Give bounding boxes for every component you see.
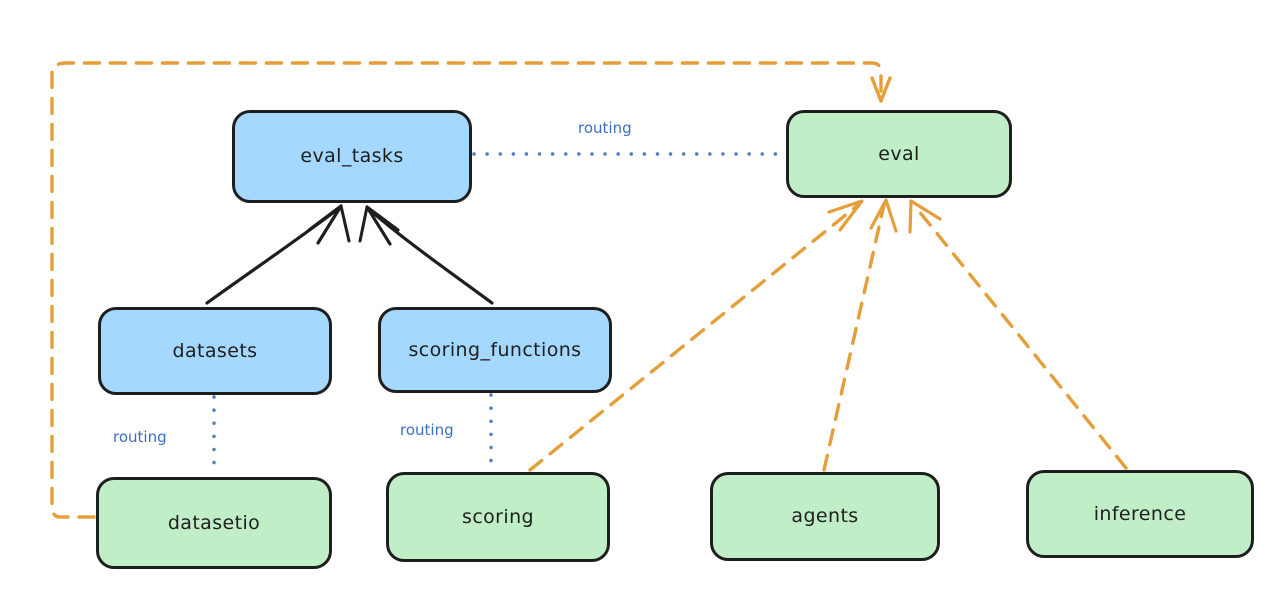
edge-datasetio-to-eval [50,61,892,519]
node-label-inference: inference [1093,502,1187,525]
node-label-scoring: scoring [462,505,534,528]
node-datasetio[interactable]: datasetio [96,477,332,569]
edge-agents-to-eval [822,198,898,472]
edge-scoring_functions-to-eval_tasks [358,205,494,305]
edge-datasets-to-eval_tasks [205,204,351,305]
node-inference[interactable]: inference [1026,470,1254,558]
node-scoring-functions[interactable]: scoring_functions [378,307,612,393]
node-label-scoring-functions: scoring_functions [408,338,582,361]
edge-label-routing-eval-tasks-eval: routing [578,119,632,137]
node-label-eval: eval [878,142,920,165]
node-agents[interactable]: agents [710,472,940,561]
edge-label-routing-scoring-functions-scoring: routing [400,421,454,439]
node-label-datasetio: datasetio [167,511,261,534]
edge-scoring-to-eval [528,199,864,472]
node-label-agents: agents [791,505,859,528]
node-datasets[interactable]: datasets [98,307,332,395]
node-label-eval-tasks: eval_tasks [300,145,404,168]
node-label-datasets: datasets [172,339,258,362]
edge-inference-to-eval [908,199,1128,470]
node-scoring[interactable]: scoring [386,472,610,562]
edge-label-routing-datasets-datasetio: routing [113,428,167,446]
node-eval-tasks[interactable]: eval_tasks [232,110,472,203]
node-eval[interactable]: eval [786,110,1012,198]
